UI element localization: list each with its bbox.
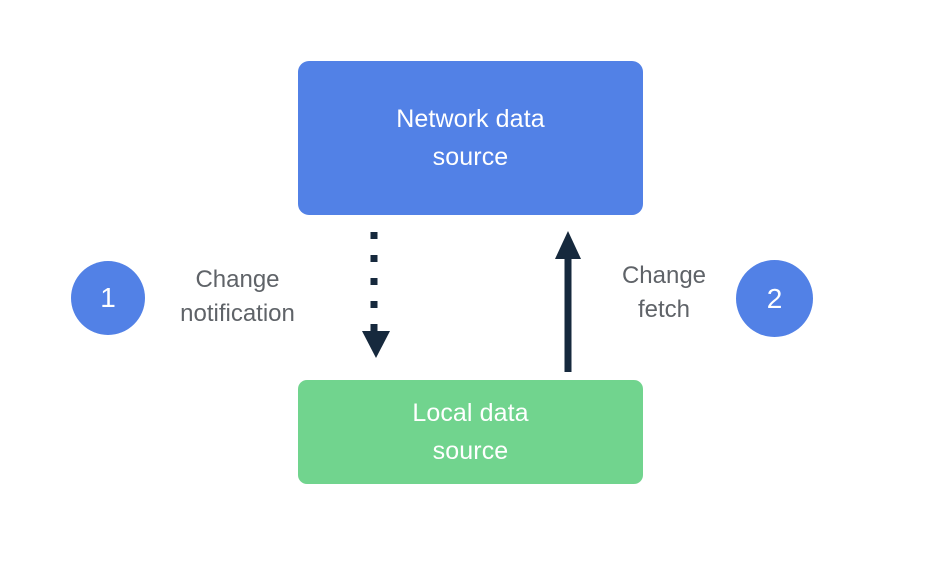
step-badge-2-number: 2 — [766, 282, 783, 314]
edge-label-change-fetch: Change fetch — [621, 262, 707, 323]
local-data-source-node: Local data source — [298, 380, 643, 484]
network-data-source-node: Network data source — [298, 61, 643, 215]
network-data-source-label: Network data source — [396, 105, 545, 171]
step-badge-1: 1 — [71, 261, 145, 335]
dotted-down-arrow-icon — [362, 232, 390, 358]
solid-up-arrow-icon — [555, 231, 581, 372]
local-data-source-label: Local data source — [412, 399, 529, 465]
step-badge-1-number: 1 — [100, 282, 116, 313]
edge-label-change-notification: Change notification — [180, 266, 295, 327]
step-badge-2: 2 — [736, 260, 813, 337]
